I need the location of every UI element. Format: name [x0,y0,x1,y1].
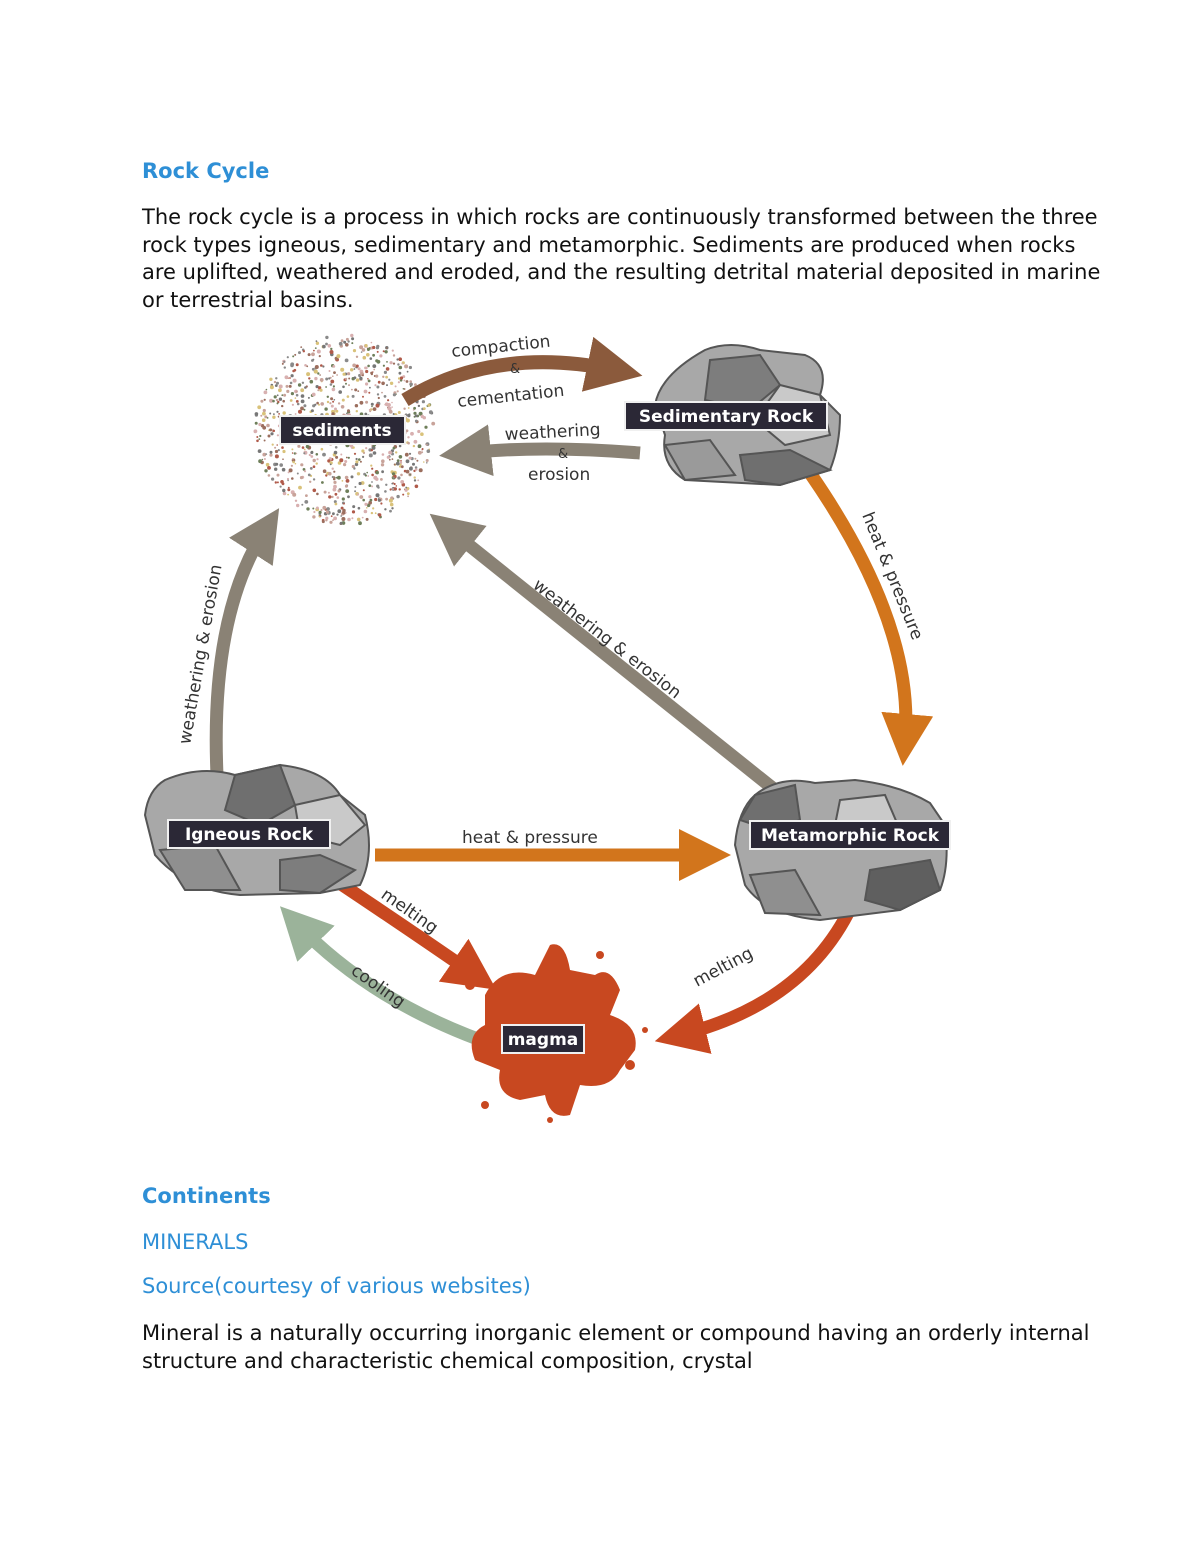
svg-text:Metamorphic Rock: Metamorphic Rock [761,826,940,846]
sediments-label: sediments [280,416,405,444]
compaction-amp-label: & [510,362,520,377]
cementation-label: cementation [456,381,565,412]
weathering-top-amp-label: & [558,447,568,462]
melting-left-arrow [335,880,475,975]
source-line: Source(courtesy of various websites) [142,1274,531,1298]
svg-text:Sedimentary Rock: Sedimentary Rock [639,407,814,427]
weathering-top-arrow [465,449,640,453]
continents-heading: Continents [142,1184,271,1208]
igneous-rock-label: Igneous Rock [168,820,330,848]
weathering-top-label: weathering [504,420,601,445]
weathering-diagonal-label: weathering & erosion [529,575,685,703]
cooling-label: cooling [347,961,409,1012]
metamorphic-rock-label: Metamorphic Rock [750,821,950,849]
weathering-diagonal-arrow [450,530,775,790]
rock-cycle-heading: Rock Cycle [142,159,269,183]
rock-cycle-diagram: sediments Sedimentary Rock Igneous Rock … [140,325,970,1125]
heat-pressure-right-arrow [810,473,906,740]
erosion-top-label: erosion [528,465,590,485]
svg-text:Igneous Rock: Igneous Rock [185,825,314,845]
sedimentary-rock-label: Sedimentary Rock [625,402,827,430]
rock-cycle-intro: The rock cycle is a process in which roc… [142,204,1102,314]
melting-right-label: melting [690,943,757,991]
heat-pressure-bottom-label: heat & pressure [462,828,598,848]
mineral-definition: Mineral is a naturally occurring inorgan… [142,1320,1102,1375]
magma-label: magma [502,1025,584,1053]
svg-text:sediments: sediments [292,421,391,441]
minerals-subheading: MINERALS [142,1230,248,1254]
svg-text:magma: magma [508,1030,579,1050]
